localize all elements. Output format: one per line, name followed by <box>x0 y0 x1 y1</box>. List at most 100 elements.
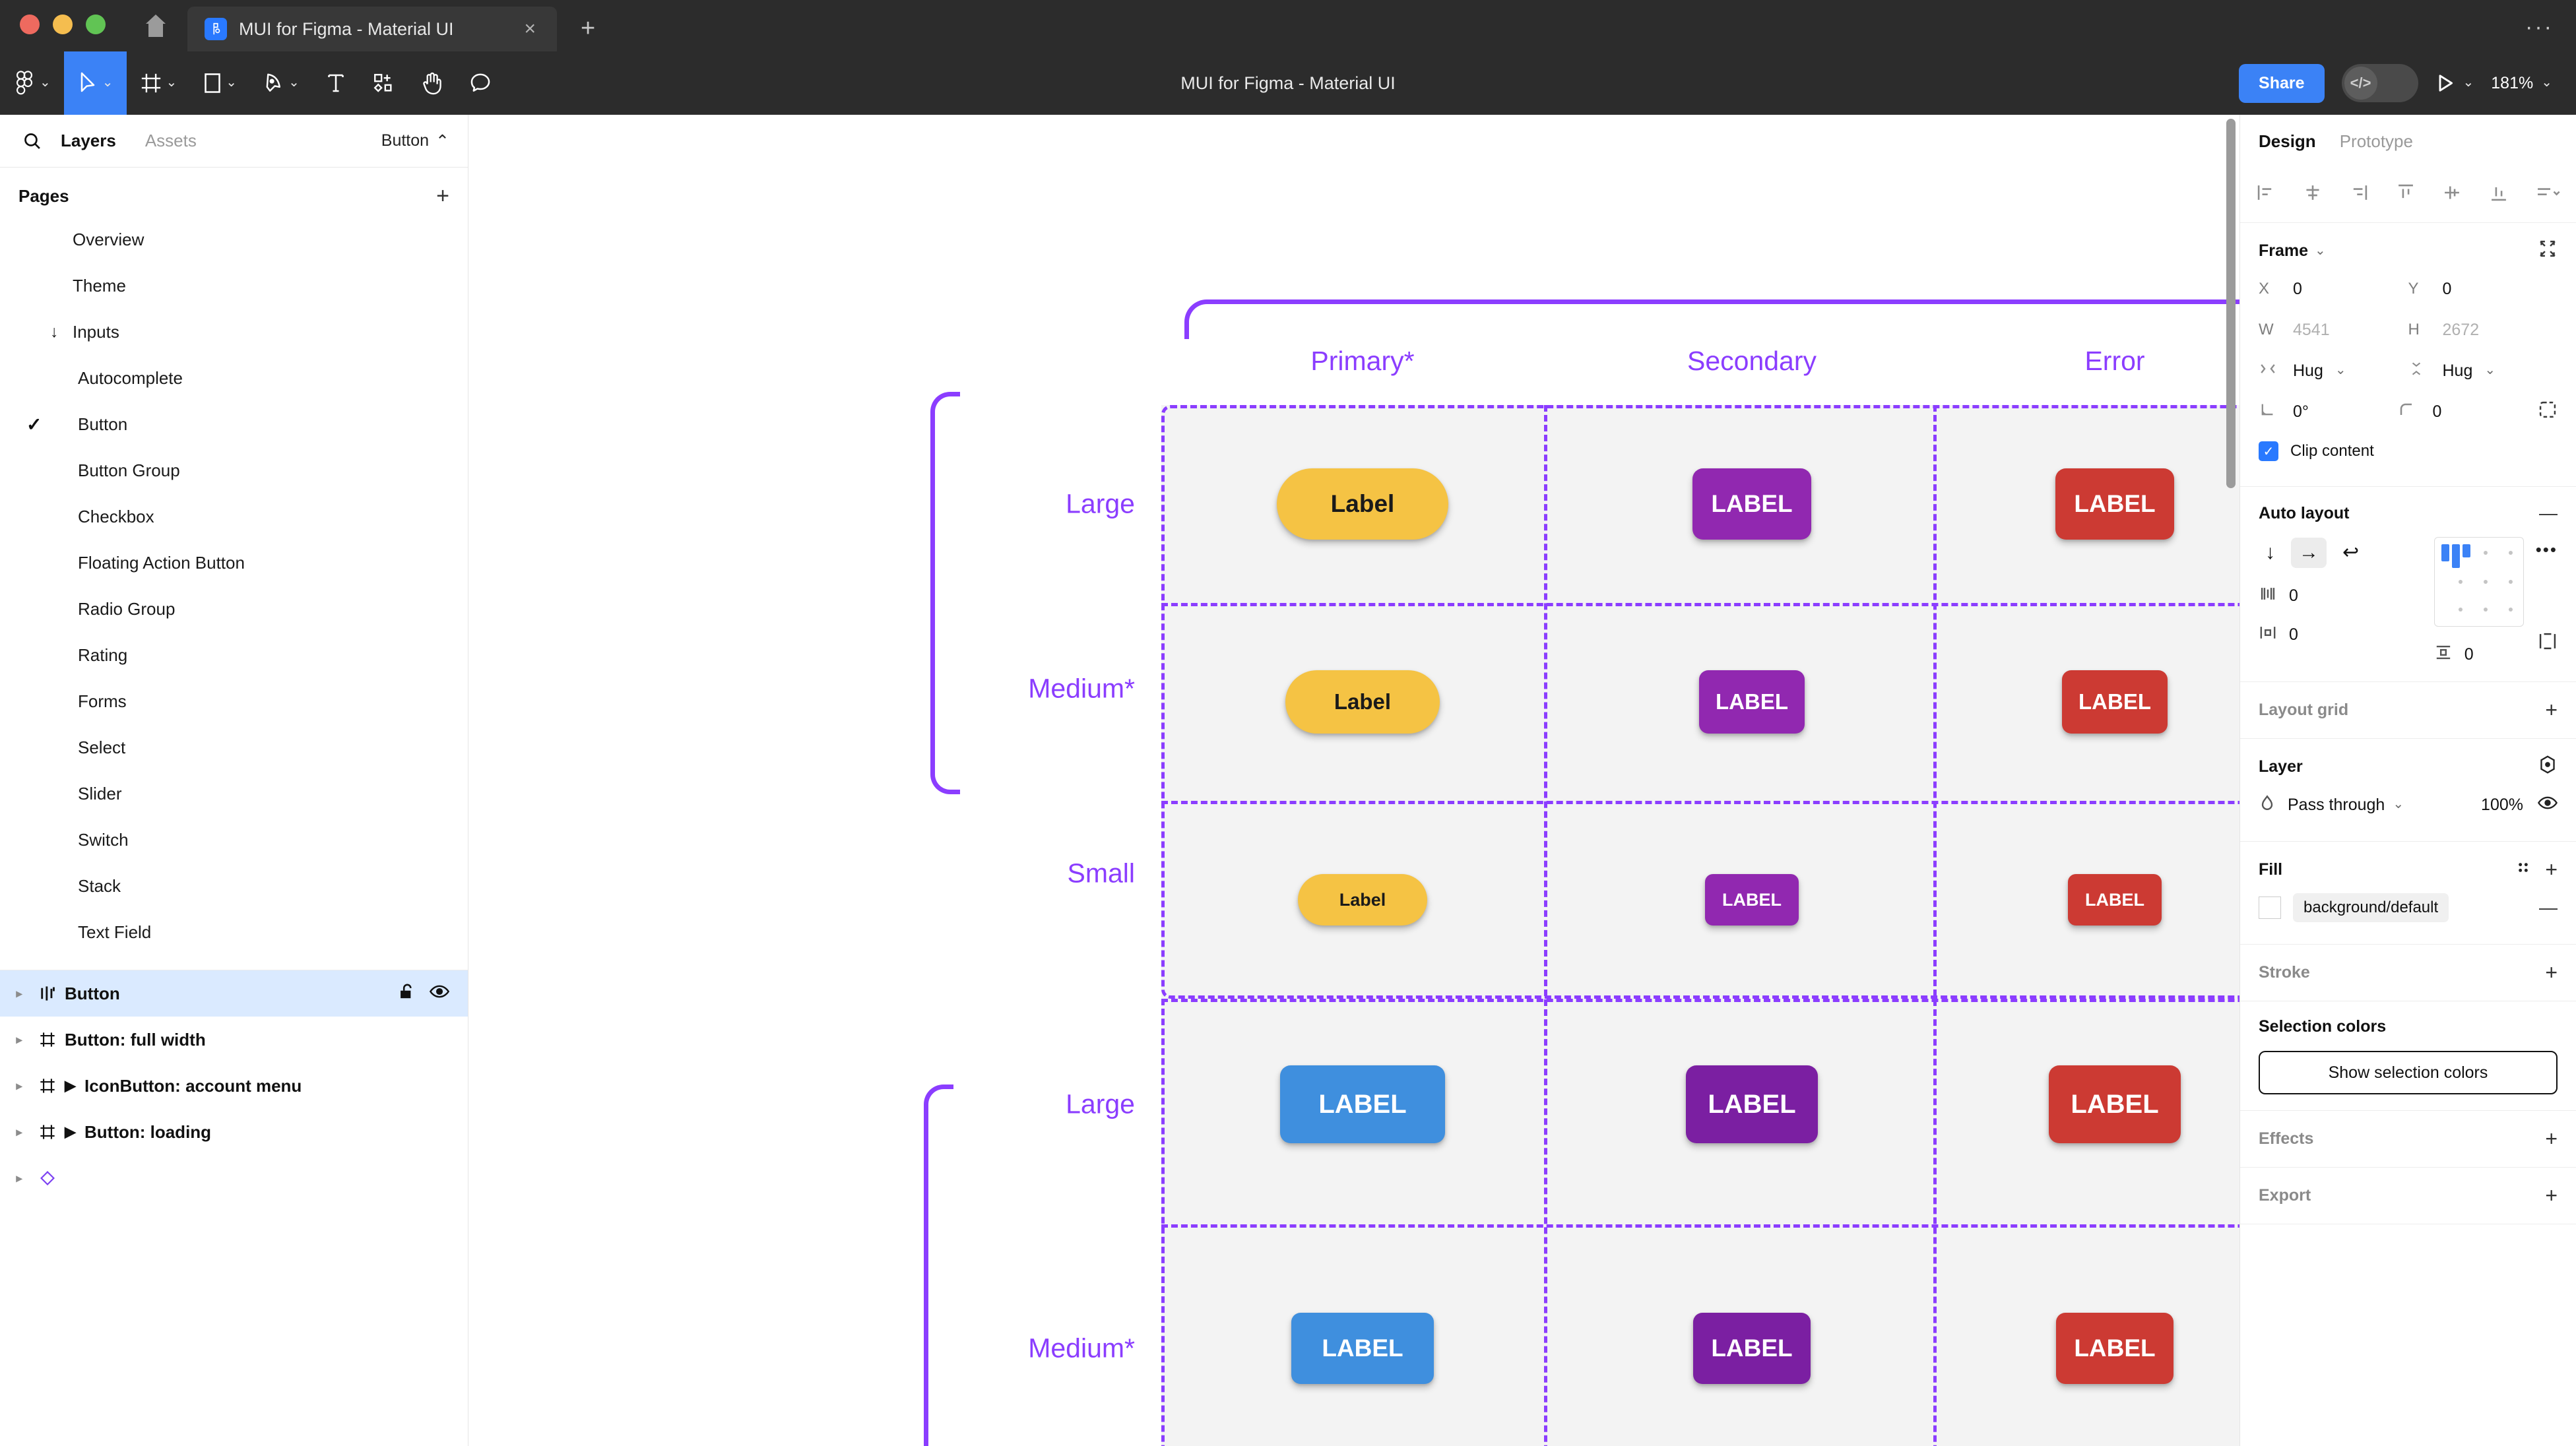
eye-icon[interactable] <box>2538 795 2558 815</box>
opacity-value[interactable]: 100% <box>2481 795 2523 814</box>
layer-row[interactable]: ▸Button: full width <box>0 1017 468 1063</box>
page-item-theme[interactable]: Theme <box>0 263 468 309</box>
close-window-button[interactable] <box>20 15 40 34</box>
design-button[interactable]: Label <box>1277 468 1448 540</box>
align-right-icon[interactable] <box>2349 183 2369 207</box>
remove-fill-button[interactable]: — <box>2539 897 2558 918</box>
page-item-rating[interactable]: Rating <box>0 632 468 678</box>
page-item-button[interactable]: ✓Button <box>0 401 468 447</box>
distribute-icon[interactable] <box>2535 183 2560 207</box>
move-tool-button[interactable]: ⌄ <box>63 51 127 115</box>
design-button[interactable]: LABEL <box>2062 670 2168 734</box>
individual-padding-icon[interactable] <box>2538 631 2558 656</box>
vertical-resizing-field[interactable]: Hug ⌄ <box>2408 361 2558 381</box>
comment-tool-button[interactable] <box>457 51 504 115</box>
browser-overflow-icon[interactable]: ··· <box>2525 15 2554 40</box>
collapse-icon[interactable] <box>2538 239 2558 263</box>
expand-caret-icon[interactable]: ▸ <box>16 1079 22 1092</box>
minimize-window-button[interactable] <box>53 15 73 34</box>
y-position-field[interactable]: Y 0 <box>2408 280 2558 299</box>
component-selector[interactable]: Button ⌃ <box>381 131 449 151</box>
remove-auto-layout-button[interactable]: — <box>2539 503 2558 523</box>
page-item-floating-action-button[interactable]: Floating Action Button <box>0 540 468 586</box>
zoom-control[interactable]: 181% ⌄ <box>2491 74 2552 93</box>
design-button[interactable]: LABEL <box>2049 1065 2181 1143</box>
layout-wrap-button[interactable]: ↩ <box>2342 542 2360 563</box>
layer-row[interactable]: ▸▶IconButton: account menu <box>0 1063 468 1109</box>
canvas-scrollbar[interactable] <box>2226 119 2236 488</box>
collapse-triangle-icon[interactable]: ▶ <box>65 1077 76 1094</box>
add-layout-grid-button[interactable]: + <box>2545 698 2558 722</box>
chevron-down-icon[interactable]: ⌄ <box>2315 243 2326 258</box>
add-effect-button[interactable]: + <box>2545 1127 2558 1150</box>
dev-mode-toggle[interactable]: </> <box>2341 64 2418 102</box>
layer-row[interactable]: ▸Button <box>0 970 468 1017</box>
design-button[interactable]: LABEL <box>2055 468 2174 540</box>
alignment-grid[interactable] <box>2433 537 2524 627</box>
page-item-select[interactable]: Select <box>0 724 468 770</box>
width-field[interactable]: W 4541 <box>2259 321 2408 340</box>
expand-caret-icon[interactable]: ▸ <box>16 1171 22 1185</box>
vertical-padding-value[interactable]: 0 <box>2464 645 2474 664</box>
home-button[interactable] <box>124 0 187 51</box>
add-page-button[interactable]: + <box>436 183 449 208</box>
collapse-triangle-icon[interactable]: ▶ <box>65 1123 76 1140</box>
frame-tool-button[interactable]: ⌄ <box>127 51 191 115</box>
pen-tool-button[interactable]: ⌄ <box>250 51 313 115</box>
design-button[interactable]: Label <box>1298 874 1427 926</box>
components-tool-button[interactable] <box>359 51 408 115</box>
horizontal-resizing-field[interactable]: Hug ⌄ <box>2259 362 2408 381</box>
design-button[interactable]: LABEL <box>1705 874 1799 926</box>
align-left-icon[interactable] <box>2256 183 2276 207</box>
share-button[interactable]: Share <box>2239 63 2325 103</box>
browser-tab[interactable]: MUI for Figma - Material UI × <box>187 7 557 51</box>
text-tool-button[interactable] <box>313 51 359 115</box>
page-item-slider[interactable]: Slider <box>0 770 468 817</box>
expand-caret-icon[interactable]: ▸ <box>16 986 22 1000</box>
page-item-text-field[interactable]: Text Field <box>0 909 468 955</box>
expand-caret-icon[interactable]: ▸ <box>16 1125 22 1139</box>
page-item-overview[interactable]: Overview <box>0 216 468 263</box>
tab-design[interactable]: Design <box>2259 131 2316 151</box>
hand-tool-button[interactable] <box>408 51 457 115</box>
page-item-button-group[interactable]: Button Group <box>0 447 468 493</box>
gap-value[interactable]: 0 <box>2289 586 2298 605</box>
shape-tool-button[interactable]: ⌄ <box>190 51 250 115</box>
fill-color-swatch[interactable] <box>2259 896 2281 919</box>
tab-layers[interactable]: Layers <box>61 131 116 150</box>
eye-icon[interactable] <box>429 984 450 1004</box>
tab-prototype[interactable]: Prototype <box>2339 131 2413 151</box>
design-button[interactable]: LABEL <box>1280 1065 1445 1143</box>
page-item-forms[interactable]: Forms <box>0 678 468 724</box>
close-tab-button[interactable]: × <box>524 18 536 40</box>
horizontal-padding-value[interactable]: 0 <box>2289 625 2298 644</box>
unlock-icon[interactable] <box>398 982 415 1005</box>
layout-direction-vertical-button[interactable]: ↓ <box>2265 541 2275 563</box>
blend-mode-value[interactable]: Pass through <box>2288 795 2385 814</box>
x-position-field[interactable]: X 0 <box>2259 280 2408 299</box>
design-button[interactable]: LABEL <box>2068 874 2162 926</box>
design-button[interactable]: LABEL <box>2056 1313 2174 1384</box>
add-stroke-button[interactable]: + <box>2545 960 2558 984</box>
auto-layout-more-button[interactable]: ••• <box>2535 540 2558 559</box>
search-icon[interactable] <box>18 127 46 155</box>
align-top-icon[interactable] <box>2396 183 2416 207</box>
show-selection-colors-button[interactable]: Show selection colors <box>2259 1051 2558 1094</box>
design-button[interactable]: Label <box>1285 670 1440 734</box>
design-button[interactable]: LABEL <box>1686 1065 1818 1143</box>
rotation-field[interactable]: 0° <box>2259 402 2399 422</box>
height-field[interactable]: H 2672 <box>2408 321 2558 340</box>
page-item-stack[interactable]: Stack <box>0 863 468 909</box>
design-button[interactable]: LABEL <box>1693 1313 1811 1384</box>
design-button[interactable]: LABEL <box>1699 670 1805 734</box>
page-item-checkbox[interactable]: Checkbox <box>0 493 468 540</box>
page-item-radio-group[interactable]: Radio Group <box>0 586 468 632</box>
style-icon[interactable] <box>2515 859 2532 881</box>
layout-direction-horizontal-button[interactable]: → <box>2291 537 2327 568</box>
corner-radius-field[interactable]: 0 <box>2399 402 2538 422</box>
add-fill-button[interactable]: + <box>2545 858 2558 881</box>
chevron-down-icon[interactable]: ⌄ <box>2463 75 2474 90</box>
independent-corners-icon[interactable] <box>2538 400 2558 424</box>
new-tab-button[interactable]: + <box>581 15 596 42</box>
align-horizontal-center-icon[interactable] <box>2303 183 2323 207</box>
